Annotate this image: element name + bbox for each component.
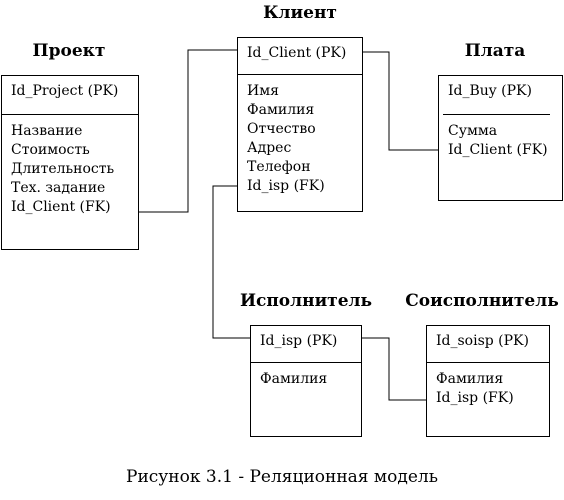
entity-title-executor: Исполнитель — [239, 291, 373, 311]
client-field: Фамилия — [247, 102, 315, 118]
project-field: Название — [11, 123, 83, 139]
payment-field: Сумма — [448, 123, 498, 139]
project-field: Id_Client (FK) — [11, 199, 111, 215]
entity-title-payment: Плата — [464, 41, 526, 61]
executor-divider — [251, 362, 361, 363]
entity-project: Id_Project (PK) Название Стоимость Длите… — [1, 75, 139, 250]
client-field: Имя — [247, 83, 279, 99]
coexecutor-field: Id_isp (FK) — [436, 390, 514, 406]
entity-title-project: Проект — [32, 41, 106, 61]
project-divider — [2, 114, 138, 115]
project-field: Длительность — [11, 161, 115, 177]
executor-fields: Фамилия — [251, 370, 327, 389]
client-field: Отчество — [247, 121, 316, 137]
client-field: Адрес — [247, 140, 292, 156]
client-field: Id_isp (FK) — [247, 178, 325, 194]
client-fields: Имя Фамилия Отчество Адрес Телефон Id_is… — [238, 82, 325, 196]
connector-executor-coexecutor — [362, 337, 426, 401]
payment-pk: Id_Buy (PK) — [448, 83, 532, 99]
entity-executor: Id_isp (PK) Фамилия — [250, 325, 362, 437]
entity-coexecutor: Id_soisp (PK) Фамилия Id_isp (FK) — [426, 325, 550, 437]
connector-client-executor — [212, 185, 250, 339]
payment-divider — [443, 114, 550, 115]
client-pk: Id_Client (PK) — [247, 45, 347, 61]
client-divider — [238, 74, 362, 75]
coexecutor-field: Фамилия — [436, 371, 504, 387]
payment-field: Id_Client (FK) — [448, 142, 548, 158]
client-field: Телефон — [247, 159, 311, 175]
entity-client: Id_Client (PK) Имя Фамилия Отчество Адре… — [237, 37, 363, 212]
project-field: Тех. задание — [11, 180, 106, 196]
executor-field: Фамилия — [260, 371, 328, 387]
project-pk: Id_Project (PK) — [11, 83, 119, 99]
coexecutor-divider — [427, 362, 549, 363]
entity-payment: Id_Buy (PK) Сумма Id_Client (FK) — [438, 75, 563, 201]
payment-fields: Сумма Id_Client (FK) — [439, 122, 548, 160]
entity-title-client: Клиент — [263, 3, 337, 23]
entity-title-coexecutor: Соисполнитель — [405, 291, 559, 311]
figure-caption: Рисунок 3.1 - Реляционная модель — [126, 467, 438, 487]
connector-client-payment — [363, 51, 438, 151]
executor-pk: Id_isp (PK) — [260, 333, 338, 349]
connector-project-client — [139, 49, 237, 213]
project-field: Стоимость — [11, 142, 90, 158]
coexecutor-pk: Id_soisp (PK) — [436, 333, 529, 349]
project-fields: Название Стоимость Длительность Тех. зад… — [2, 122, 114, 217]
coexecutor-fields: Фамилия Id_isp (FK) — [427, 370, 514, 408]
